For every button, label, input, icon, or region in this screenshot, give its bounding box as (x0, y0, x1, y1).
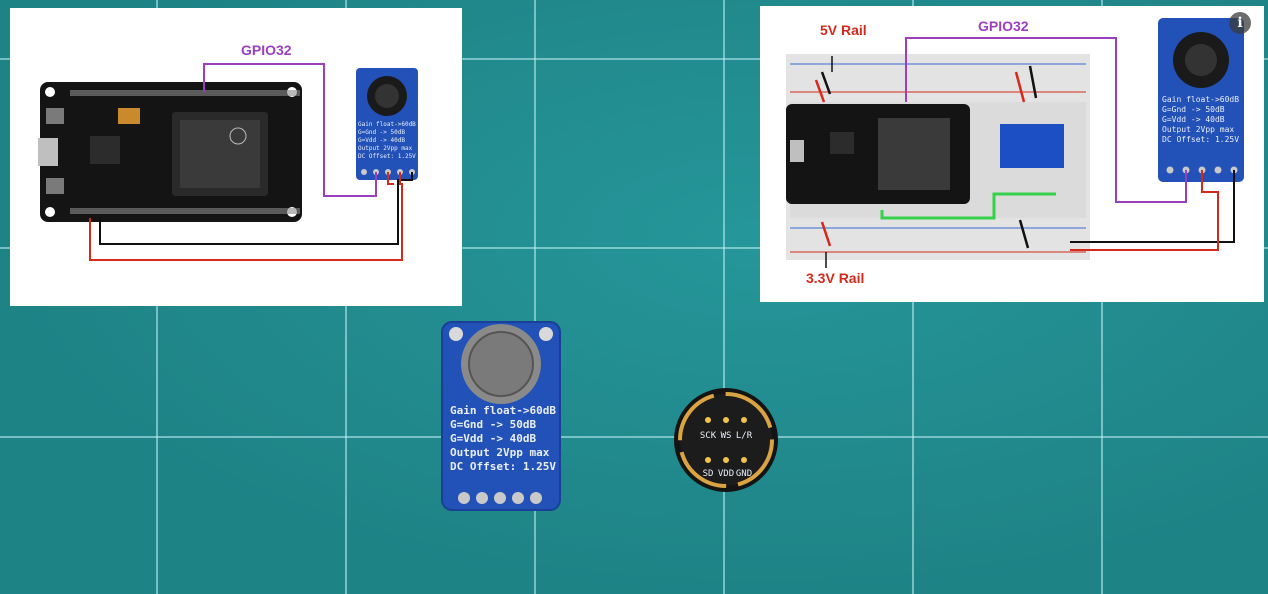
svg-text:Gain float->60dB: Gain float->60dB (450, 404, 556, 417)
gpio-label: GPIO32 (978, 18, 1029, 34)
svg-text:DC Offset: 1.25V: DC Offset: 1.25V (1162, 135, 1239, 144)
photo-max9814-module: Gain float->60dB G=Gnd -> 50dB G=Vdd -> … (441, 321, 561, 511)
svg-text:Output 2Vpp max: Output 2Vpp max (358, 145, 413, 152)
svg-text:SCK: SCK (700, 431, 717, 441)
svg-text:G=Vdd -> 40dB: G=Vdd -> 40dB (1162, 115, 1225, 124)
wiring-diagram-breadboard: 5V Rail GPIO32 3.3V Rail Gain float->60d… (760, 6, 1264, 302)
svg-text:VDD: VDD (718, 469, 734, 479)
svg-text:Output 2Vpp max: Output 2Vpp max (450, 446, 550, 459)
breadboard-drawing: Gain float->60dB G=Gnd -> 50dB G=Vdd -> … (786, 18, 1244, 268)
svg-text:DC Offset: 1.25V: DC Offset: 1.25V (358, 153, 416, 160)
gpio-label: GPIO32 (241, 42, 292, 58)
svg-text:G=Vdd -> 40dB: G=Vdd -> 40dB (450, 432, 536, 445)
svg-text:G=Vdd -> 40dB: G=Vdd -> 40dB (358, 137, 405, 144)
svg-text:GND: GND (736, 469, 752, 479)
svg-text:Gain float->60dB: Gain float->60dB (1162, 95, 1239, 104)
rail-3v3-label: 3.3V Rail (806, 270, 865, 286)
svg-text:WS: WS (721, 431, 732, 441)
info-icon[interactable]: i (1229, 12, 1251, 34)
svg-text:G=Gnd -> 50dB: G=Gnd -> 50dB (1162, 105, 1225, 114)
wiring-diagram-direct: GPIO32 Gain float->60dB G=Gnd -> 50dB G=… (10, 8, 462, 306)
svg-text:L/R: L/R (736, 431, 753, 441)
svg-text:Output 2Vpp max: Output 2Vpp max (1162, 125, 1234, 134)
svg-text:Gain float->60dB: Gain float->60dB (358, 121, 416, 128)
rail-5v-label: 5V Rail (820, 22, 867, 38)
svg-text:G=Gnd -> 50dB: G=Gnd -> 50dB (358, 129, 405, 136)
svg-text:DC Offset: 1.25V: DC Offset: 1.25V (450, 460, 556, 473)
svg-text:SD: SD (703, 469, 714, 479)
svg-text:G=Gnd -> 50dB: G=Gnd -> 50dB (450, 418, 536, 431)
diagram-wires: Gain float->60dB G=Gnd -> 50dB G=Vdd -> … (38, 63, 418, 261)
